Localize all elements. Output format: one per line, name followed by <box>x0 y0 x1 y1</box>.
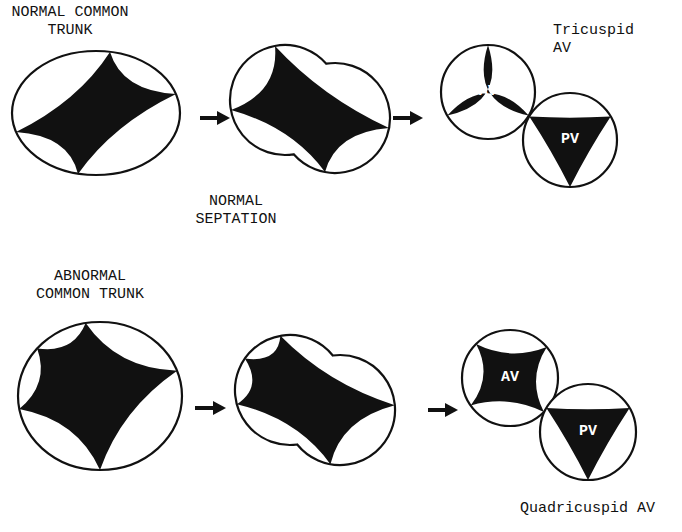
figure-label: NORMAL SEPTATION <box>186 193 286 229</box>
septating-trunk-outline <box>235 335 395 465</box>
valve-ring <box>523 93 617 187</box>
valve-orifice <box>447 45 528 116</box>
valve-orifice <box>546 408 629 480</box>
figure-label: Quadricuspid AV <box>520 500 678 518</box>
valve-ring <box>540 384 636 480</box>
valve-circle: AV <box>439 43 537 141</box>
arrow-shaft <box>195 406 216 410</box>
valve-circle: PV <box>521 91 619 189</box>
septating-orifice <box>231 46 389 172</box>
valve-label: AV <box>501 370 519 386</box>
trunk-orifice <box>16 52 176 174</box>
valve-label: PV <box>561 132 579 148</box>
septating-orifice <box>237 336 395 464</box>
figure-label: ABNORMAL COMMON TRUNK <box>28 268 152 304</box>
arrow-head <box>217 111 230 125</box>
trunk-outline <box>18 322 182 470</box>
valve-label: AV <box>479 84 497 100</box>
arrow-head <box>213 401 226 415</box>
valve-circle: PV <box>538 382 638 482</box>
figure-label: NORMAL COMMON TRUNK <box>8 4 132 40</box>
arrow-head <box>445 403 458 417</box>
trunk-orifice <box>19 323 177 470</box>
valve-label: PV <box>579 424 597 440</box>
valve-ring <box>441 45 535 139</box>
trunk-outline <box>12 51 180 175</box>
valve-orifice <box>471 344 547 412</box>
arrow-head <box>410 111 423 125</box>
valve-orifice <box>529 117 610 188</box>
septating-trunk-outline <box>230 45 390 173</box>
figure-label: Tricuspid AV <box>553 22 653 58</box>
